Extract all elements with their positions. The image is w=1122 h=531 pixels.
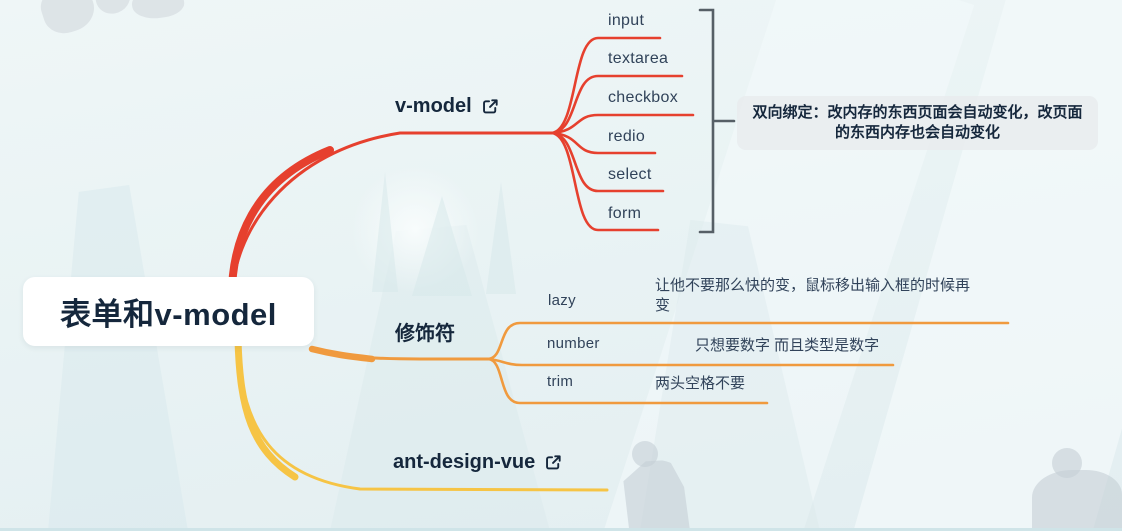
summary-note[interactable]: 双向绑定：改内存的东西页面会自动变化，改页面的东西内存也会自动变化 bbox=[737, 96, 1098, 150]
branch-line-trim bbox=[486, 357, 769, 405]
note-lazy[interactable]: 让他不要那么快的变，鼠标移出输入框的时候再变 bbox=[655, 277, 971, 314]
branch-line-lazy bbox=[486, 321, 1010, 361]
root-topic-label: 表单和v-model bbox=[60, 297, 277, 332]
topic-lazy[interactable]: lazy bbox=[548, 292, 576, 309]
topic-input[interactable]: input bbox=[608, 12, 645, 29]
branch-modifiers-line bbox=[310, 347, 490, 361]
topic-redio[interactable]: redio bbox=[608, 128, 646, 145]
topic-antdesign-label: ant-design-vue bbox=[393, 451, 536, 473]
topic-checkbox[interactable]: checkbox bbox=[608, 89, 678, 106]
branch-antdesign-line bbox=[236, 338, 609, 492]
topic-vmodel-label: v-model bbox=[395, 95, 472, 117]
topic-modifiers[interactable]: 修饰符 bbox=[395, 317, 455, 346]
branch-vmodel-line bbox=[230, 131, 554, 307]
topic-form[interactable]: form bbox=[608, 205, 642, 222]
branch-line-form bbox=[550, 131, 660, 232]
branch-antdesign-trunk bbox=[234, 336, 299, 481]
topic-antdesign[interactable]: ant-design-vue bbox=[393, 451, 563, 474]
topic-vmodel[interactable]: v-model bbox=[395, 95, 500, 118]
topic-number[interactable]: number bbox=[547, 335, 600, 352]
summary-bracket bbox=[698, 8, 736, 234]
root-topic[interactable]: 表单和v-model bbox=[23, 277, 314, 346]
topic-textarea[interactable]: textarea bbox=[608, 50, 669, 67]
branch-line-input bbox=[550, 36, 662, 135]
topic-modifiers-label: 修饰符 bbox=[395, 323, 455, 345]
topic-trim[interactable]: trim bbox=[547, 373, 574, 390]
topic-select[interactable]: select bbox=[608, 166, 652, 183]
note-number[interactable]: 只想要数字 而且类型是数字 bbox=[695, 337, 880, 354]
note-trim[interactable]: 两头空格不要 bbox=[655, 375, 746, 392]
branch-line-number bbox=[486, 357, 895, 367]
external-link-icon[interactable] bbox=[544, 453, 563, 472]
external-link-icon[interactable] bbox=[481, 97, 500, 116]
